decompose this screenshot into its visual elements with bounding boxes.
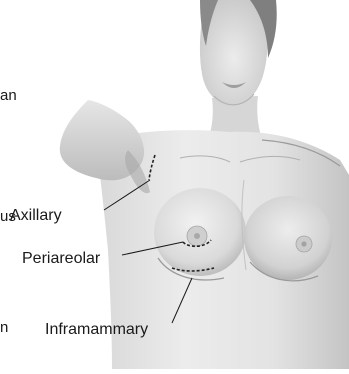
cropped-text-fragment-3: n (0, 319, 8, 336)
cropped-text-fragment-1: an (0, 87, 17, 104)
axillary-label: Axillary (10, 207, 62, 224)
periareolar-label: Periareolar (22, 250, 101, 267)
head-illustration (200, 0, 277, 106)
cropped-text-fragment-2: us (0, 208, 16, 225)
inframammary-label: Inframammary (45, 321, 148, 338)
